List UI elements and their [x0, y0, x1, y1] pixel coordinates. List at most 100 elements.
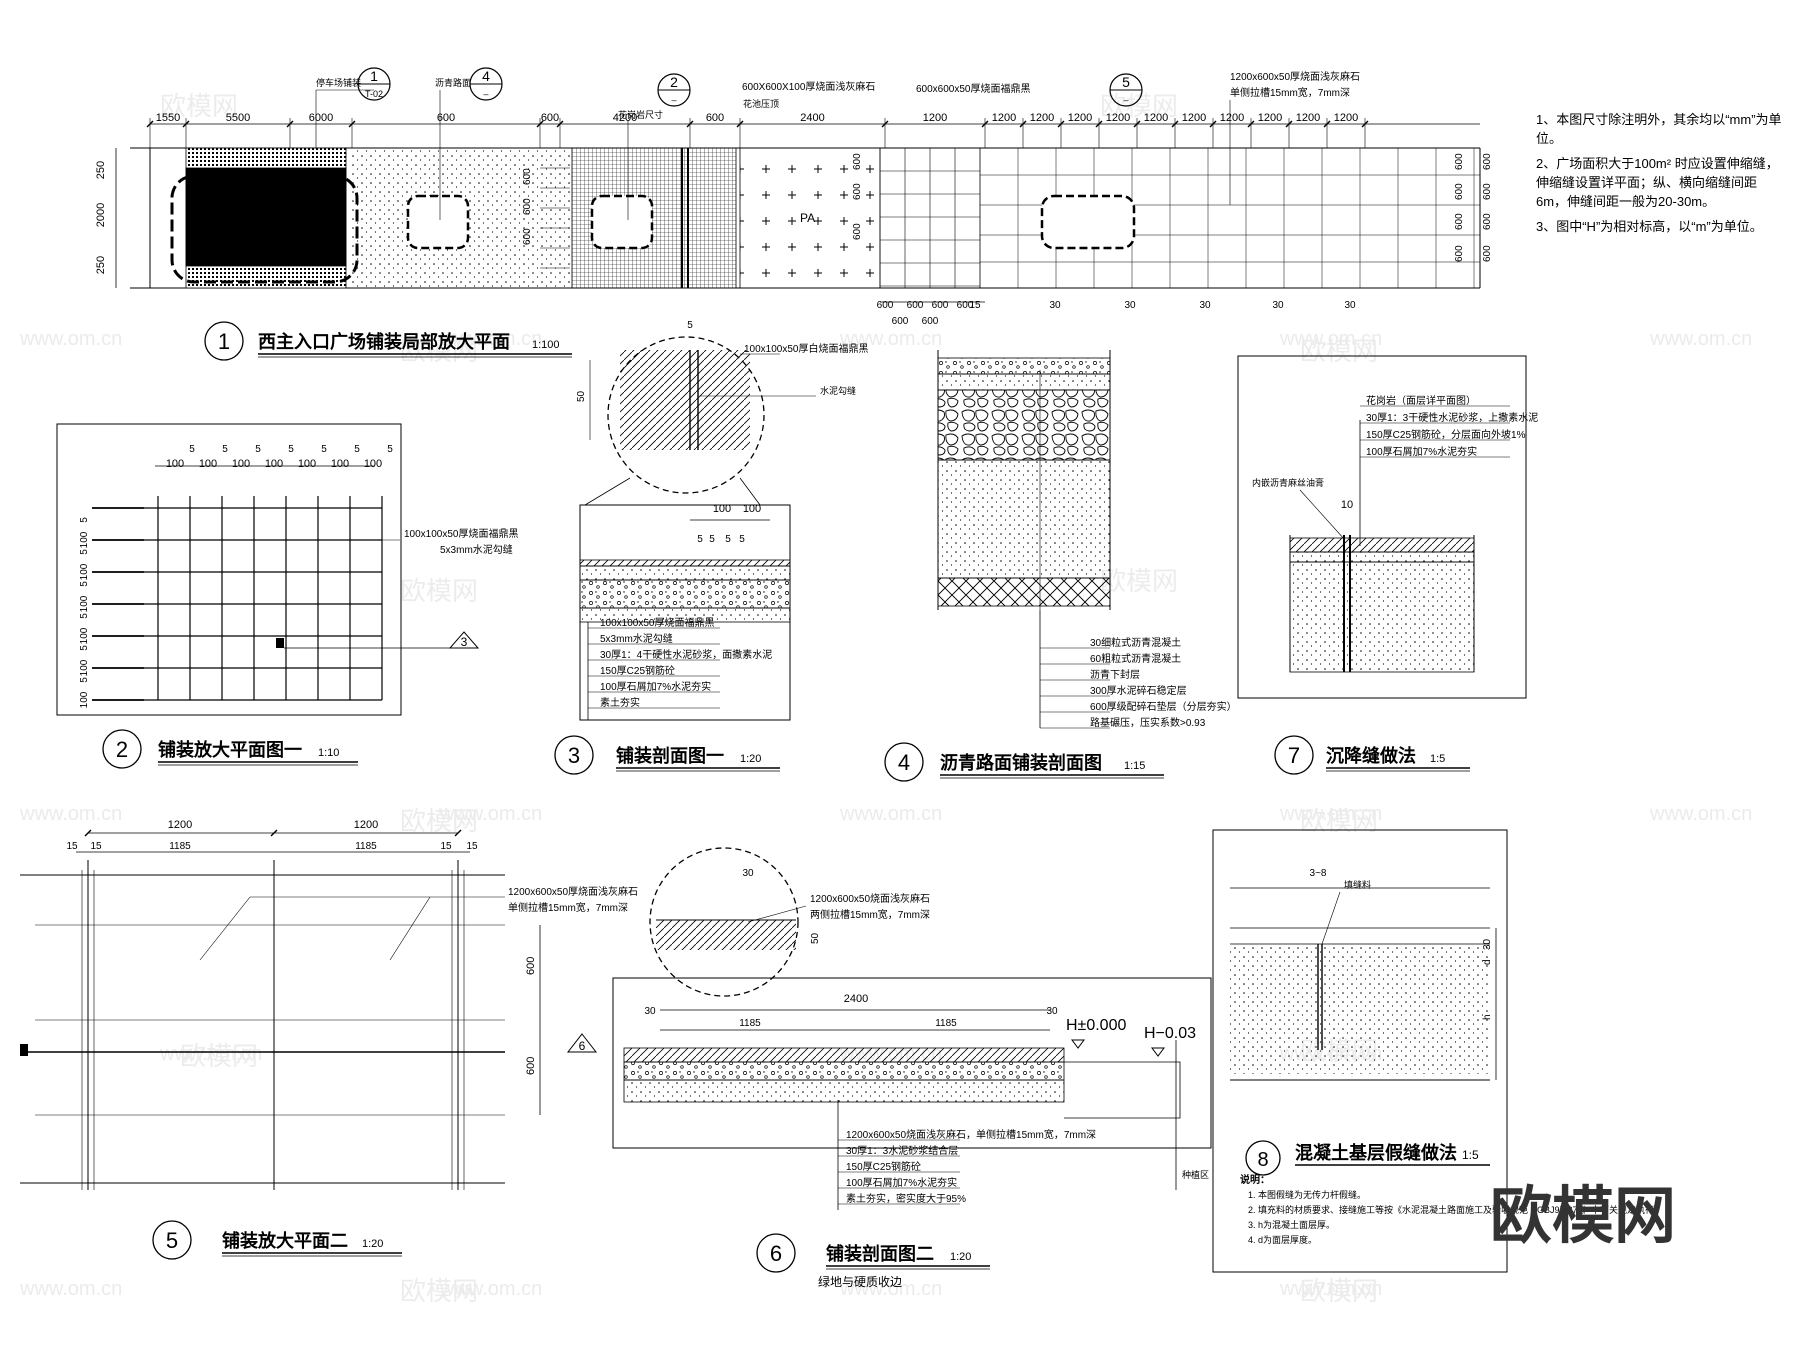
dimension-tick	[1133, 120, 1141, 128]
dimension-text: 600	[892, 316, 909, 327]
elevation-label: H−0.03	[1144, 1025, 1196, 1042]
layer-label: 素土夯实，密实度大于95%	[846, 1192, 966, 1205]
watermark-text: www.om.cn	[1279, 803, 1382, 825]
layer-label: 100厚石屑加7%水泥夯实	[1366, 445, 1477, 458]
callout-outline	[406, 194, 470, 250]
dimension-text: 600	[525, 1057, 537, 1075]
layer-label: 30厚1：3水泥砂浆结合层	[846, 1144, 958, 1157]
detail-hatch	[656, 920, 796, 950]
layer-label: 路基碾压，压实系数>0.93	[1090, 716, 1206, 729]
dimension-text: 1200	[1296, 112, 1320, 124]
plan-label: 花岗岩尺寸	[618, 109, 663, 120]
watermark-text: www.om.cn	[1649, 803, 1752, 825]
dimension-text: 100	[79, 595, 90, 612]
dimension-text: 30	[644, 1006, 656, 1017]
dimension-text: 30	[742, 868, 754, 879]
subgrade-layer	[937, 577, 1111, 607]
dimension-text: 1185	[355, 841, 377, 852]
leader-line	[747, 905, 807, 923]
watermark-text: www.om.cn	[1279, 1278, 1382, 1300]
drawing-title: 铺装剖面图一	[616, 745, 724, 766]
dimension-text: 600	[957, 300, 974, 311]
callout-sheet: –	[671, 95, 676, 105]
title-number: 5	[166, 1228, 178, 1253]
detail-label: 填缝料	[1344, 879, 1371, 890]
layer-label: 花岗岩（面层详平面图）	[1366, 394, 1476, 407]
dimension-text: 600	[1482, 213, 1493, 230]
callout-number: 5	[1122, 74, 1130, 90]
layer-label: 5x3mm水泥勾缝	[600, 632, 673, 645]
title-number: 6	[770, 1241, 782, 1266]
surface-layer	[579, 559, 791, 567]
concrete-slab	[1230, 944, 1490, 1074]
callout-number: 2	[670, 74, 678, 90]
dimension-text: 600	[1454, 245, 1465, 262]
dimension-text: 5	[79, 677, 90, 683]
layer-label: 沥青下封层	[1090, 668, 1140, 681]
dimension-text: 5	[79, 549, 90, 555]
plan-label: 5x3mm水泥勾缝	[440, 543, 513, 556]
dimension-text: 600	[1482, 153, 1493, 170]
dimension-text: 100	[364, 458, 382, 470]
dimension-tick	[270, 829, 278, 837]
title-number: 4	[898, 750, 910, 775]
drawing-scale: 1:15	[1124, 760, 1145, 772]
dimension-text: 10	[1341, 499, 1353, 511]
title-number-circle	[884, 742, 924, 782]
note-line: 1. 本图假缝为无传力杆假缝。	[1248, 1189, 1366, 1200]
title-number: 2	[116, 737, 128, 762]
dimension-text: 1185	[169, 841, 191, 852]
watermark-text: 欧模网	[180, 1041, 258, 1071]
layer-label: 100厚石屑加7%水泥夯实	[846, 1176, 957, 1189]
dimension-tick	[686, 120, 694, 128]
title-number-circle	[756, 1233, 796, 1273]
section-number: 3	[461, 635, 468, 649]
dimension-tick	[1323, 120, 1331, 128]
dimension-tick	[146, 120, 154, 128]
dimension-text: 2400	[844, 993, 868, 1005]
watermark-text: 欧模网	[1100, 566, 1178, 596]
title-number: 3	[568, 743, 580, 768]
dimension-text: 1200	[1220, 112, 1244, 124]
dimension-text: 100	[166, 458, 184, 470]
layer-label: 100x100x50厚烧面福鼎黑	[600, 616, 715, 629]
dimension-text: 600	[706, 112, 724, 124]
layer-label: 60粗粒式沥青混凝土	[1090, 652, 1181, 665]
dimension-text: 1200	[354, 819, 378, 831]
dimension-tick	[1095, 120, 1103, 128]
layer-label: 600厚级配碎石垫层（分层夯实）	[1090, 700, 1237, 713]
watermark-text: www.om.cn	[19, 328, 122, 350]
layer-label: 30厚1：3干硬性水泥砂浆，上撒素水泥	[1366, 411, 1538, 424]
dimension-text: 5	[725, 534, 731, 545]
plan-label: 停车场铺装	[316, 77, 361, 88]
stone-layer	[937, 389, 1111, 461]
dimension-tick	[556, 120, 564, 128]
watermark-text: www.om.cn	[439, 328, 542, 350]
dimension-text: 5	[189, 444, 195, 455]
dimension-text: 5	[354, 444, 360, 455]
dimension-text: 15	[969, 300, 981, 311]
title-number: 8	[1257, 1149, 1268, 1171]
dimension-tick	[286, 120, 294, 128]
dimension-text: 30	[1046, 1006, 1058, 1017]
dimension-text: 5	[79, 581, 90, 587]
dimension-tick	[1247, 120, 1255, 128]
dimension-text: 1200	[1144, 112, 1168, 124]
dimension-text: 100	[79, 627, 90, 644]
dimension-text: 600	[522, 168, 533, 185]
note-item: 2、广场面积大于100m² 时应设置伸缩缝，伸缩缝设置详平面；纵、横向缩缝间距6…	[1536, 156, 1779, 209]
dimension-text: 1550	[156, 112, 180, 124]
dimension-text: 600	[922, 316, 939, 327]
layer-label: 100厚石屑加7%水泥夯实	[600, 680, 711, 693]
layer-label: 150厚C25钢筋砼	[846, 1160, 921, 1173]
section-arrow	[448, 631, 480, 649]
dimension-text: 250	[95, 161, 107, 179]
title-number-circle	[1245, 1140, 1281, 1176]
drawing-title: 沥青路面铺装剖面图	[940, 752, 1102, 773]
watermark-text: www.om.cn	[439, 803, 542, 825]
dimension-text: 15	[90, 841, 102, 852]
watermark-text: 欧模网	[400, 336, 478, 366]
note-item: 1、本图尺寸除注明外，其余均以“mm”为单位。	[1536, 112, 1782, 146]
detail-label: 100x100x50厚白烧面福鼎黑	[744, 342, 869, 355]
green-edge	[1064, 1061, 1181, 1119]
